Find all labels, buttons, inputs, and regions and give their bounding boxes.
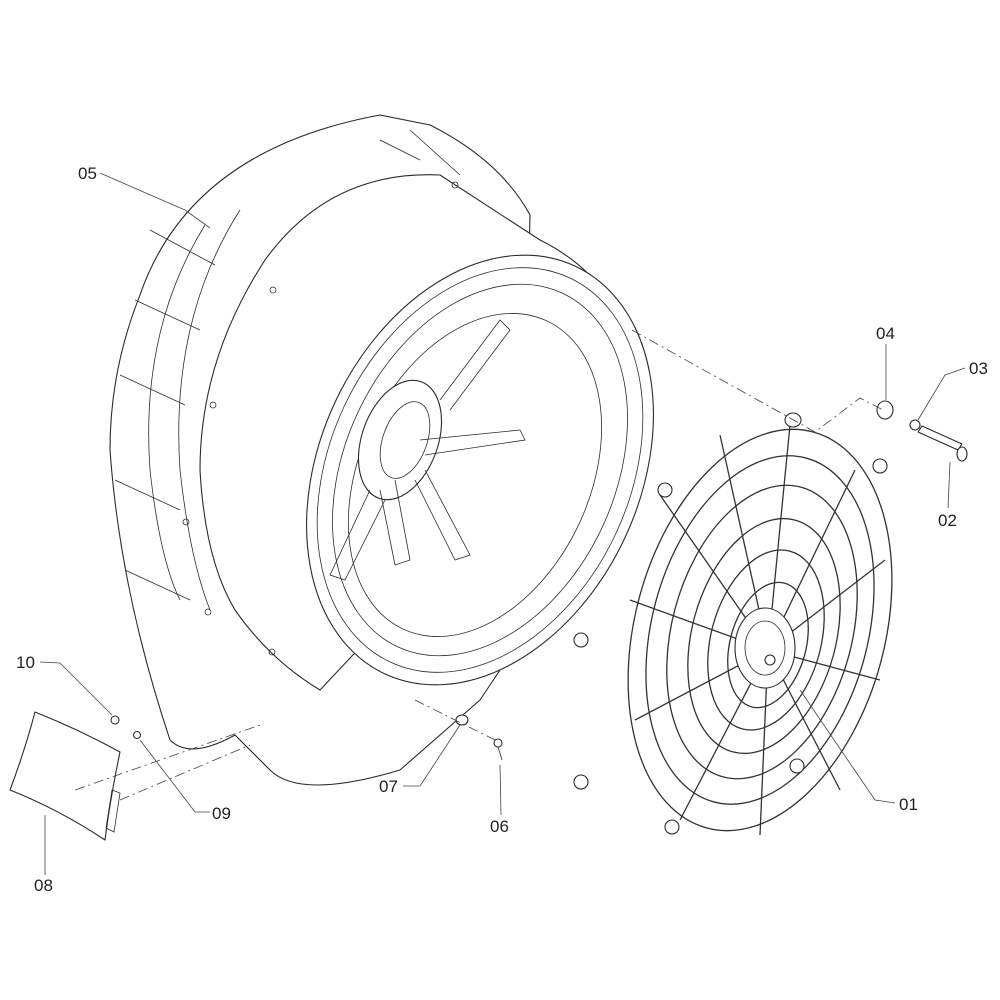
screw-06 (493, 738, 503, 761)
assembly-line-cover (74, 724, 261, 791)
callout-04: 04 (876, 324, 895, 343)
washer-04 (876, 400, 894, 420)
callout-02: 02 (938, 511, 957, 530)
leader-06 (499, 764, 502, 816)
cover-panel (9, 711, 121, 841)
fastener-09 (132, 730, 142, 740)
callout-01: 01 (899, 795, 918, 814)
leader-07 (403, 724, 461, 787)
leader-01 (799, 689, 896, 804)
assembly-line-screw (414, 699, 496, 741)
nut-03 (909, 419, 921, 431)
callout-10: 10 (16, 653, 35, 672)
leader-09 (139, 739, 210, 813)
washer-07 (455, 714, 469, 726)
fan-guard-grille (573, 412, 893, 836)
fastener-10 (110, 715, 120, 725)
fan-housing (109, 114, 654, 786)
leader-05 (99, 172, 211, 229)
callout-06: 06 (490, 817, 509, 836)
bolt-02 (917, 425, 968, 462)
callout-08: 08 (34, 876, 53, 895)
leader-03 (917, 367, 966, 421)
leader-10 (39, 661, 113, 716)
leader-02 (947, 461, 951, 509)
assembly-line-grille (631, 329, 884, 433)
callout-07: 07 (379, 777, 398, 796)
callout-03: 03 (969, 359, 988, 378)
callout-05: 05 (78, 164, 97, 183)
assembly-line-cover-2 (119, 744, 251, 801)
callout-09: 09 (212, 804, 231, 823)
